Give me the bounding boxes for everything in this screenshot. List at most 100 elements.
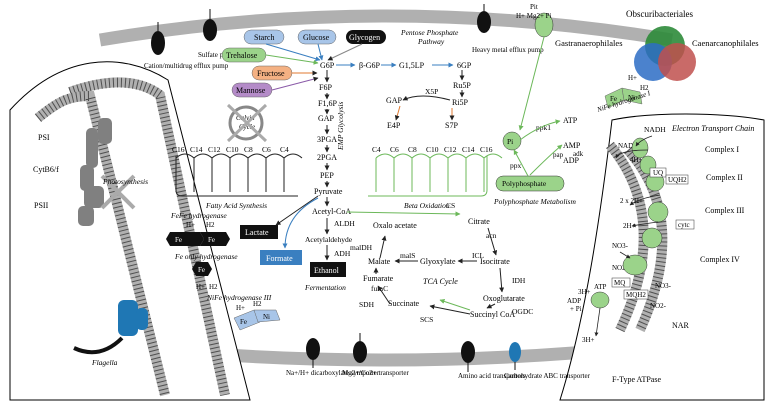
ppk1: ppk1 [536, 123, 551, 132]
poly-pi: Pi [507, 137, 513, 146]
fefe-fe-1: Fe [175, 236, 182, 244]
uqh2-box [665, 174, 689, 185]
venn-title: Obscuribacteriales [626, 9, 693, 19]
transporter-mg-co: Mg2+/Co2+ transporter [342, 333, 409, 377]
cytb6f-protein [80, 165, 94, 191]
amino-label: Amino acid transporters [458, 372, 526, 380]
acetaldehyde-label: Acetylaldehyde [305, 235, 353, 244]
lactate-label: Lactate [245, 228, 269, 237]
poly-adk: adk [573, 150, 584, 158]
fefe-h2: H2 [206, 221, 215, 229]
fatty-acid-chain-label: C12 [208, 145, 221, 154]
beta-oxidation-chain-label: C12 [444, 145, 457, 154]
fatty-acid-chain-label: C4 [280, 145, 289, 154]
etc-3h-b: 3H+ [582, 336, 595, 344]
tca-sdh: SDH [359, 300, 375, 309]
uq-box [649, 167, 667, 178]
fe-only-fe: Fe [198, 266, 205, 274]
tca-mals: malS [400, 251, 415, 260]
starch-pill [243, 29, 285, 45]
transporter-amino: Amino acid transporters [458, 341, 526, 380]
pentose-phosphate-pathway: Pentose Phosphate Pathway G6P β-G6P G1,5… [320, 28, 472, 130]
etc-mqh2: MQH2 [626, 291, 646, 299]
formate-label: Formate [266, 254, 293, 263]
polyphosphate-metabolism: Pi Polyphosphate Polyphosphate Metabolis… [493, 36, 584, 206]
acetyl-coa: Acetyl-CoA [312, 207, 351, 216]
etc-nad: NAD+ [618, 142, 637, 150]
etc-title: Electron Transport Chain [671, 124, 754, 133]
pit-ions: H+ Mg2+ Pi [516, 12, 552, 20]
flagella-label: Flagella [91, 358, 118, 367]
tca-maldh: malDH [350, 243, 373, 252]
fefe-h: H+ [186, 221, 195, 229]
nar-protein [622, 254, 648, 276]
psi-protein [86, 128, 98, 168]
poly-pap: pap [553, 151, 564, 159]
etc-uq: UQ [653, 169, 663, 177]
flagella-motor-icon [118, 300, 138, 336]
sugars: Starch Glucose Glycogen Trehalose Fructo… [221, 29, 386, 98]
fatty-acid-loop [193, 153, 213, 192]
pep: PEP [320, 171, 334, 180]
calvin-label-1: Calvin [236, 114, 255, 122]
g15lp: G1,5LP [399, 61, 425, 70]
ru5p: Ru5P [453, 81, 471, 90]
emp-glycolysis: F6P F1,6P GAP 3PGA 2PGA PEP Pyruvate Ace… [312, 70, 351, 216]
complex-3-label: Complex III [705, 206, 745, 215]
flagella-filament-icon [73, 336, 124, 355]
beta-oxidation-loop [411, 153, 431, 192]
tca-scs: SCS [420, 315, 433, 324]
starch-label: Starch [254, 33, 274, 42]
glucose-pill [297, 29, 337, 45]
beta-oxidation-loop [393, 153, 413, 192]
f16p: F1,6P [318, 99, 337, 108]
ppx: ppx [510, 161, 522, 170]
etc-2h: 2H+ [623, 222, 636, 230]
fermentation-title: Fermentation [304, 283, 346, 292]
calvin-cycle-icon [228, 105, 264, 141]
atpase-label: F-Type ATPase [612, 375, 661, 384]
nife1-h: H+ [628, 74, 637, 82]
etc-nadh: NADH [644, 125, 666, 134]
venn-diagram: Obscuribacteriales Gastranaerophilales C… [555, 9, 759, 81]
beta-oxidation-loop [429, 153, 449, 192]
tca-succoa: Succinyl CoA [470, 310, 515, 319]
beta-oxidation-chain-label: C6 [390, 145, 399, 154]
fefe-fe-2: Fe [208, 236, 215, 244]
psii-protein [84, 186, 104, 208]
na-h-label: Na+/H+ dicarboxylate symporter [286, 369, 380, 377]
tca-isocitrate: Isocitrate [480, 257, 510, 266]
3pga: 3PGA [317, 135, 337, 144]
etc-compartment [559, 113, 765, 401]
aldh-label: ALDH [334, 219, 355, 228]
tca-cycle: CS Citrate acn Oxalo acetate malDH Malat… [346, 201, 533, 324]
etc-atp: ATP [594, 283, 607, 291]
nife-hydrogenase-i: Fe Ni H+ H2 NiFe hydrogenase I [595, 74, 652, 114]
pi-circle [502, 131, 522, 151]
glycolysis-label: EMP Glycolysis [336, 102, 345, 151]
carb-label: Carbohydrate ABC transporter [504, 372, 591, 380]
6gp: 6GP [457, 61, 472, 70]
thylakoid-compartment [9, 61, 251, 401]
venn-right: Caenarcanophilales [692, 38, 759, 48]
complex-1-protein [631, 137, 649, 159]
fatty-acid-title: Fatty Acid Synthesis [205, 201, 267, 210]
fatty-acid-chain-label: C14 [190, 145, 203, 154]
tca-malate: Malate [368, 257, 391, 266]
beta-oxidation-chain-label: C4 [372, 145, 381, 154]
poly-adp: ADP [563, 156, 580, 165]
etc-adp: ADP [567, 297, 581, 305]
adh-label: ADH [334, 249, 351, 258]
tca-glyoxylate: Glyoxylate [420, 257, 456, 266]
transporter-cation-pump: Cation/multidrug efflux pump [144, 22, 229, 70]
tca-cs: CS [446, 201, 455, 210]
pyruvate: Pyruvate [314, 187, 343, 196]
fatty-acid-chain-label: C6 [262, 145, 271, 154]
transporter-pit: Pit H+ Mg2+ Pi [516, 3, 554, 38]
psi-label: PSI [38, 133, 50, 142]
mqh2-box [623, 289, 649, 300]
cytb6f-label: CytB6/f [33, 165, 59, 174]
